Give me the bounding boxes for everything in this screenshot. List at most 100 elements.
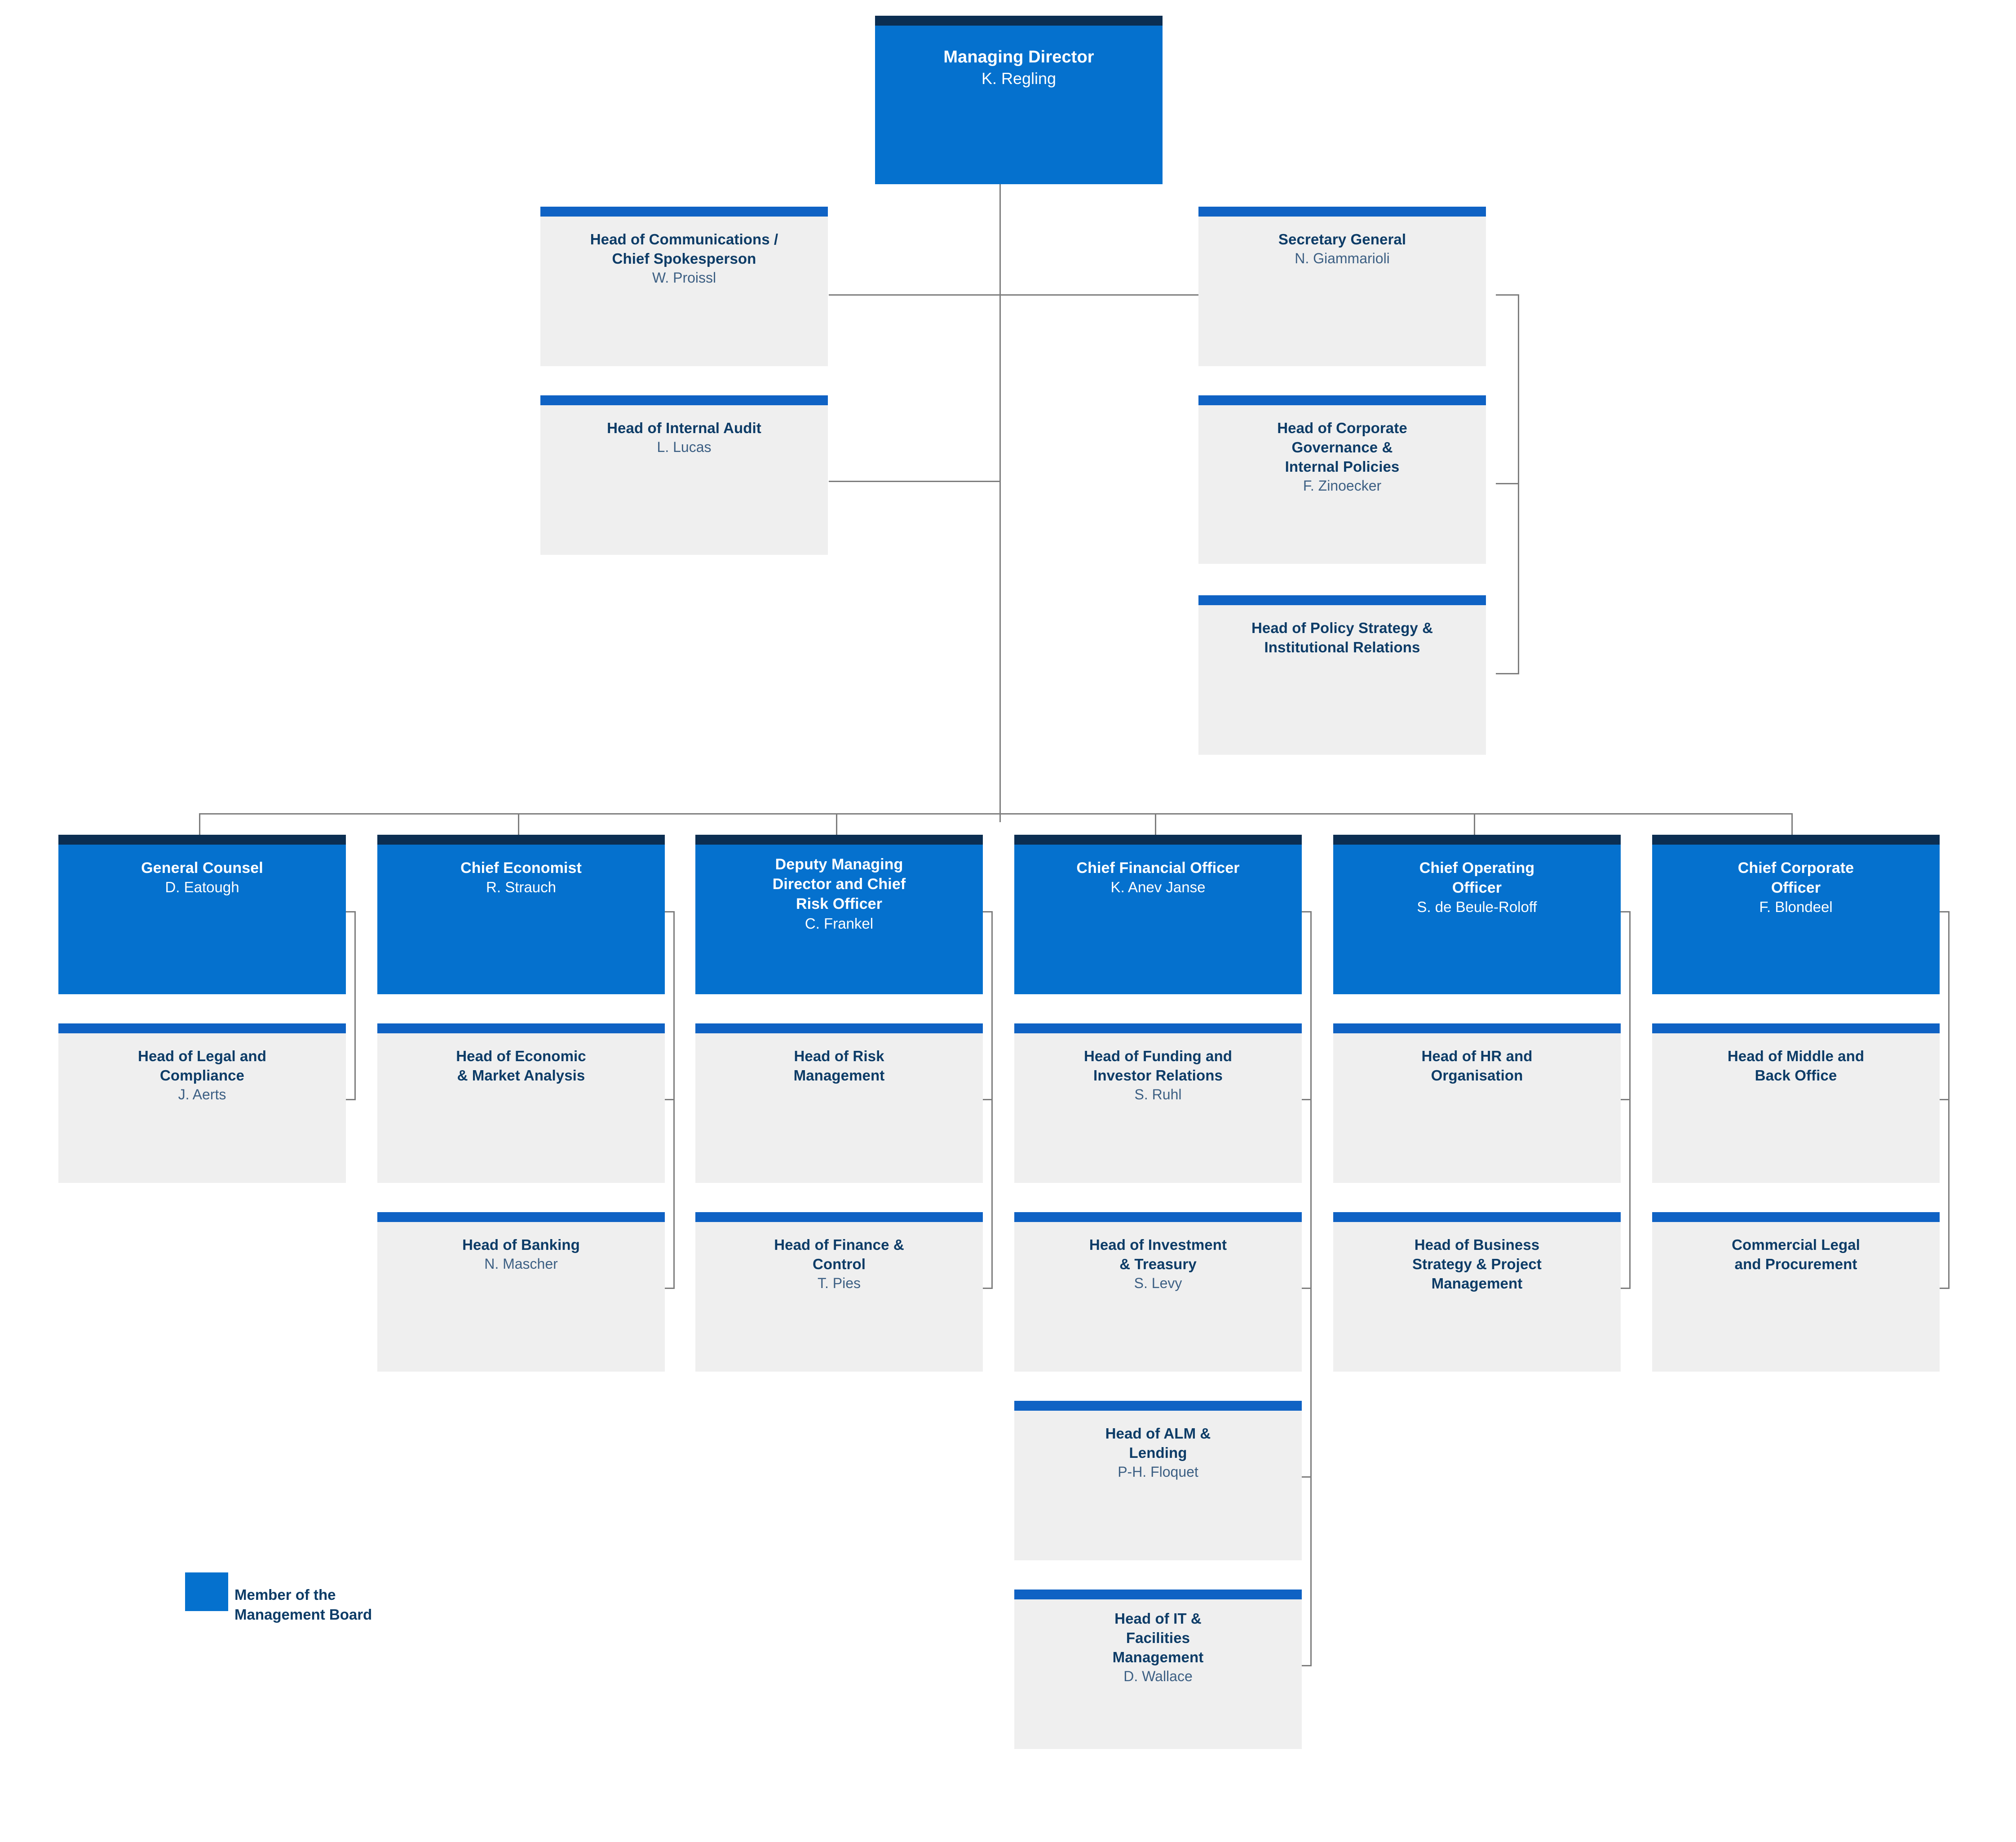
- node-head-of-finance-and-control[interactable]: Head of Finance & Control T. Pies: [695, 1212, 983, 1372]
- node-cap: [1652, 1023, 1940, 1033]
- connector-sg-to-corporate-governance: [1496, 483, 1519, 484]
- node-cap: [377, 835, 665, 845]
- node-head-of-hr-and-organisation[interactable]: Head of HR and Organisation: [1333, 1023, 1621, 1183]
- legend: Member of the Management Board: [185, 1572, 419, 1631]
- node-person: W. Proissl: [652, 269, 716, 286]
- connector-level1-bar: [199, 813, 1792, 815]
- node-person: N. Giammarioli: [1295, 250, 1390, 266]
- node-cap: [1652, 835, 1940, 845]
- node-cap: [377, 1023, 665, 1033]
- node-person: S. Levy: [1134, 1275, 1182, 1291]
- node-title-line-3: Internal Policies: [1285, 458, 1400, 475]
- node-person: K. Anev Janse: [1110, 879, 1206, 896]
- node-title-line-1: Chief Corporate: [1737, 859, 1854, 877]
- node-title-line-2: Director and Chief: [772, 876, 906, 893]
- node-cap: [58, 1023, 346, 1033]
- node-body: Head of Corporate Governance & Internal …: [1198, 405, 1486, 564]
- node-body: Head of Business Strategy & Project Mana…: [1333, 1222, 1621, 1372]
- node-title-line-2: Strategy & Project: [1412, 1255, 1542, 1272]
- node-person: F. Blondeel: [1759, 899, 1833, 916]
- node-body: General Counsel D. Eatough: [58, 845, 346, 994]
- node-cap: [1014, 1590, 1302, 1599]
- node-body: Head of Finance & Control T. Pies: [695, 1222, 983, 1372]
- node-body: Head of Banking N. Mascher: [377, 1222, 665, 1372]
- node-person: C. Frankel: [805, 915, 874, 932]
- node-cap: [1014, 1023, 1302, 1033]
- node-head-of-banking[interactable]: Head of Banking N. Mascher: [377, 1212, 665, 1372]
- node-cap: [1014, 1401, 1302, 1411]
- node-title-line-3: Management: [1431, 1275, 1523, 1292]
- node-deputy-managing-director[interactable]: Deputy Managing Director and Chief Risk …: [695, 835, 983, 994]
- node-cap: [875, 16, 1163, 26]
- node-cap: [695, 1212, 983, 1222]
- node-body: Head of Legal and Compliance J. Aerts: [58, 1033, 346, 1183]
- node-head-of-risk-management[interactable]: Head of Risk Management: [695, 1023, 983, 1183]
- connector-sg-to-policy-strategy: [1496, 673, 1519, 674]
- node-title-line-1: Head of Policy Strategy &: [1251, 620, 1433, 636]
- connector-drop-col-6: [1791, 813, 1793, 840]
- node-body: Head of IT & Facilities Management D. Wa…: [1014, 1599, 1302, 1749]
- node-chief-economist[interactable]: Chief Economist R. Strauch: [377, 835, 665, 994]
- node-person: S. de Beule-Roloff: [1417, 899, 1537, 916]
- node-title-line-2: and Procurement: [1734, 1255, 1857, 1272]
- node-title: Chief Financial Officer: [1076, 859, 1240, 877]
- node-head-of-economic-market-analysis[interactable]: Head of Economic & Market Analysis: [377, 1023, 665, 1183]
- node-title-line-2: Organisation: [1431, 1067, 1523, 1084]
- node-head-of-corporate-governance[interactable]: Head of Corporate Governance & Internal …: [1198, 395, 1486, 564]
- connector-drop-col-3: [836, 813, 837, 840]
- node-title: General Counsel: [141, 859, 263, 877]
- node-body: Head of Internal Audit L. Lucas: [540, 405, 828, 555]
- node-head-of-alm-and-lending[interactable]: Head of ALM & Lending P-H. Floquet: [1014, 1401, 1302, 1560]
- node-body: Head of Communications / Chief Spokesper…: [540, 217, 828, 366]
- node-body: Chief Economist R. Strauch: [377, 845, 665, 994]
- node-chief-corporate-officer[interactable]: Chief Corporate Officer F. Blondeel: [1652, 835, 1940, 994]
- node-person: F. Zinoecker: [1303, 477, 1382, 494]
- connector-md-trunk: [999, 182, 1001, 822]
- node-title-line-1: Head of Communications /: [590, 231, 778, 248]
- node-head-of-business-strategy-project-management[interactable]: Head of Business Strategy & Project Mana…: [1333, 1212, 1621, 1372]
- node-title-line-2: Facilities: [1126, 1629, 1190, 1646]
- node-cap: [1198, 595, 1486, 605]
- node-cap: [1652, 1212, 1940, 1222]
- node-general-counsel[interactable]: General Counsel D. Eatough: [58, 835, 346, 994]
- node-head-of-internal-audit[interactable]: Head of Internal Audit L. Lucas: [540, 395, 828, 555]
- node-chief-operating-officer[interactable]: Chief Operating Officer S. de Beule-Rolo…: [1333, 835, 1621, 994]
- node-title-line-2: Control: [812, 1255, 866, 1272]
- node-head-of-communications[interactable]: Head of Communications / Chief Spokesper…: [540, 207, 828, 366]
- node-body: Head of Policy Strategy & Institutional …: [1198, 605, 1486, 755]
- node-title-line-1: Head of Corporate: [1277, 420, 1407, 436]
- node-body: Managing Director K. Regling: [875, 26, 1163, 184]
- connector-sg-stub: [1496, 294, 1519, 296]
- node-cap: [695, 835, 983, 845]
- node-title-line-1: Deputy Managing: [775, 856, 903, 873]
- node-title-line-2: Officer: [1452, 879, 1502, 897]
- node-title-line-1: Head of Finance &: [774, 1236, 904, 1253]
- node-body: Head of Economic & Market Analysis: [377, 1033, 665, 1183]
- node-body: Head of HR and Organisation: [1333, 1033, 1621, 1183]
- node-head-of-it-and-facilities-management[interactable]: Head of IT & Facilities Management D. Wa…: [1014, 1590, 1302, 1749]
- node-cap: [540, 207, 828, 217]
- node-chief-financial-officer[interactable]: Chief Financial Officer K. Anev Janse: [1014, 835, 1302, 994]
- node-title-line-3: Risk Officer: [796, 895, 883, 913]
- node-head-of-middle-and-back-office[interactable]: Head of Middle and Back Office: [1652, 1023, 1940, 1183]
- node-title: Managing Director: [943, 48, 1094, 66]
- node-head-of-investment-and-treasury[interactable]: Head of Investment & Treasury S. Levy: [1014, 1212, 1302, 1372]
- node-title-line-1: Head of HR and: [1421, 1048, 1533, 1064]
- node-head-of-funding-and-investor-relations[interactable]: Head of Funding and Investor Relations S…: [1014, 1023, 1302, 1183]
- node-head-of-policy-strategy[interactable]: Head of Policy Strategy & Institutional …: [1198, 595, 1486, 755]
- node-person: K. Regling: [981, 69, 1057, 88]
- node-title: Chief Economist: [460, 859, 582, 877]
- node-head-of-legal-and-compliance[interactable]: Head of Legal and Compliance J. Aerts: [58, 1023, 346, 1183]
- connector-col1-spine: [354, 911, 356, 1100]
- node-title-line-1: Head of Risk: [794, 1048, 884, 1064]
- node-managing-director[interactable]: Managing Director K. Regling: [875, 16, 1163, 184]
- node-body: Head of ALM & Lending P-H. Floquet: [1014, 1411, 1302, 1560]
- node-cap: [695, 1023, 983, 1033]
- node-commercial-legal-and-procurement[interactable]: Commercial Legal and Procurement: [1652, 1212, 1940, 1372]
- node-secretary-general[interactable]: Secretary General N. Giammarioli: [1198, 207, 1486, 366]
- node-title-line-1: Head of Economic: [456, 1048, 586, 1064]
- node-cap: [1198, 395, 1486, 405]
- node-person: D. Eatough: [165, 879, 239, 896]
- node-body: Head of Middle and Back Office: [1652, 1033, 1940, 1183]
